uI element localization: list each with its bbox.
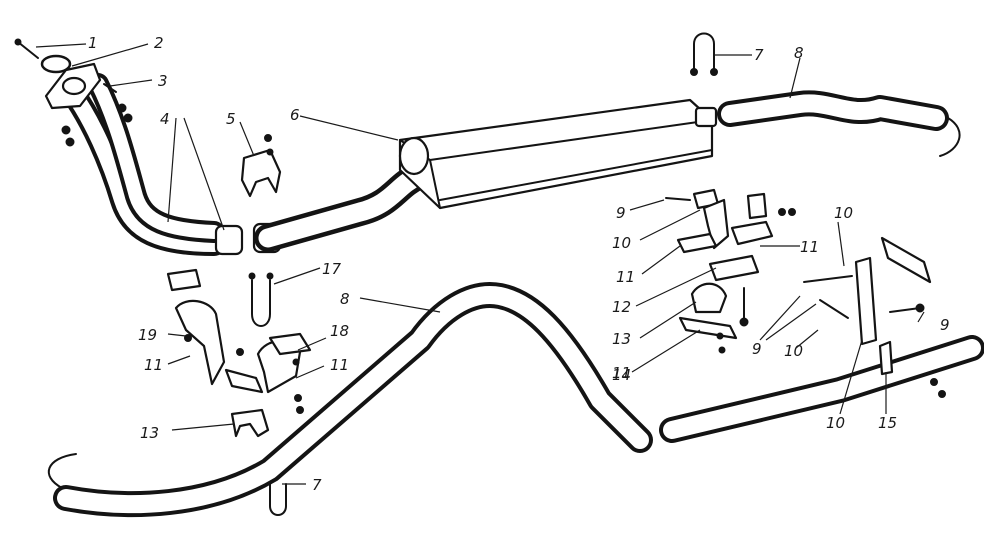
- callout-17: 17: [322, 260, 342, 278]
- callout-9-b: 9: [940, 316, 950, 334]
- intermediate-pipe: [254, 158, 446, 252]
- callout-3: 3: [158, 72, 168, 90]
- callout-6: 6: [290, 106, 300, 124]
- callout-10-a: 10: [612, 234, 631, 252]
- leader-lines: [35, 43, 925, 485]
- callout-13-b: 13: [140, 424, 159, 442]
- callout-10-b: 10: [834, 204, 853, 222]
- callout-18: 18: [330, 322, 349, 340]
- front-exhaust-pipe: [60, 73, 226, 256]
- callout-4: 4: [160, 110, 170, 128]
- tail-pipe-upper: [717, 90, 961, 157]
- callout-11-e: 11: [612, 364, 631, 382]
- callout-11-d: 11: [330, 356, 349, 374]
- callout-11-b: 11: [616, 268, 635, 286]
- callout-14: 14: [612, 366, 631, 384]
- callout-11-c: 11: [144, 356, 163, 374]
- callout-7-top: 7: [754, 46, 764, 64]
- callout-10-c: 10: [784, 342, 803, 360]
- callout-7-bottom: 7: [312, 476, 322, 494]
- tail-pipe-lower: [47, 282, 653, 518]
- callout-1: 1: [88, 34, 98, 52]
- callout-19: 19: [138, 326, 157, 344]
- callout-13-a: 13: [612, 330, 631, 348]
- pipe-lower-right: [659, 335, 984, 443]
- u-bolt-bottom: [269, 483, 287, 516]
- callout-8-bottom: 8: [340, 290, 350, 308]
- callout-10-d: 10: [826, 414, 845, 432]
- callout-15: 15: [878, 414, 897, 432]
- callout-9-a: 9: [616, 204, 626, 222]
- callout-labels: 1 2 3 4 5 6 7 8 9 10 11 10 11 17 8 12 13…: [88, 34, 950, 494]
- callout-5: 5: [226, 110, 236, 128]
- callout-12: 12: [612, 298, 631, 316]
- support-bracket-left: [166, 268, 312, 438]
- u-bolt-17: [248, 272, 274, 327]
- u-bolt-top: [690, 32, 718, 76]
- hanger-strap-right: [803, 236, 932, 376]
- muffler: [398, 98, 718, 210]
- callout-2: 2: [154, 34, 164, 52]
- callout-11-a: 11: [800, 238, 819, 256]
- flange-gasket-assembly: [14, 38, 133, 147]
- bracket-5: [240, 134, 282, 198]
- callout-9-c: 9: [752, 340, 762, 358]
- support-bracket-right: [665, 188, 796, 354]
- callout-8-top: 8: [794, 44, 804, 62]
